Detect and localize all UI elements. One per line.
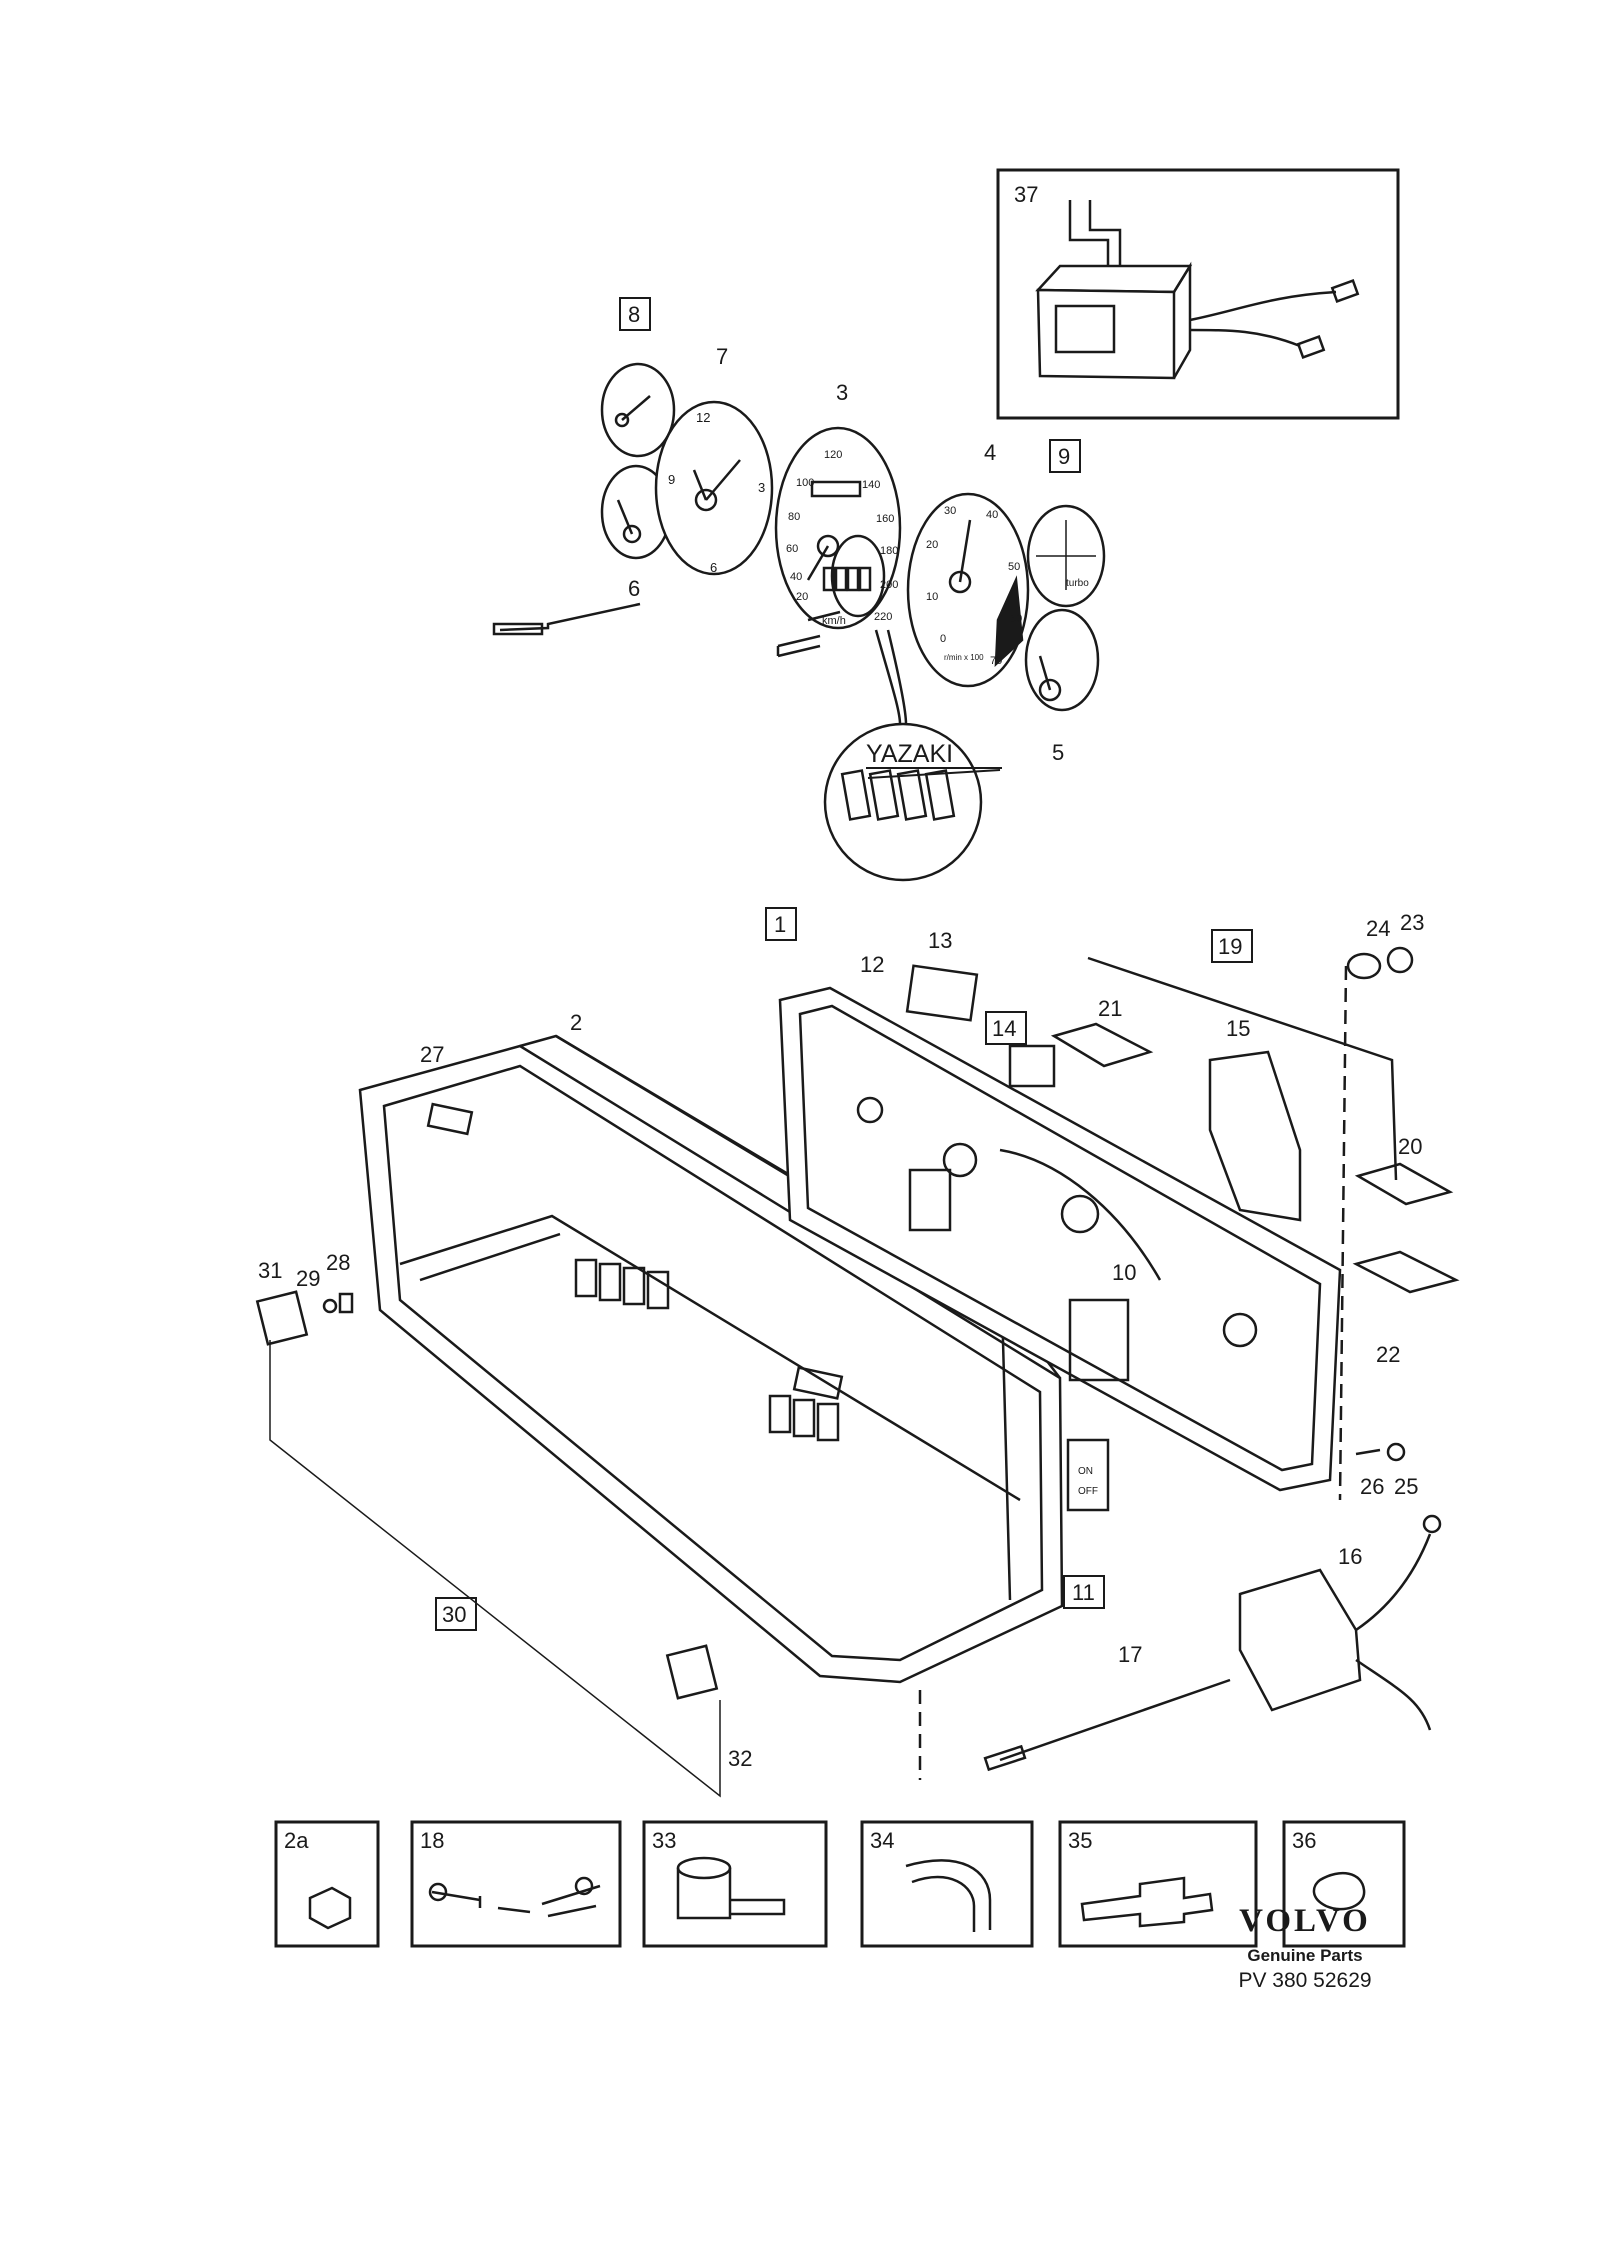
kit-label-35: 35 (1068, 1828, 1092, 1853)
speedo-mark-180: 180 (880, 545, 898, 557)
callout-11: 11 (1072, 1580, 1095, 1605)
brand-tagline: Genuine Parts (1247, 1946, 1363, 1965)
kit-label-2a: 2a (284, 1828, 309, 1853)
footer: VOLVO Genuine Parts PV 380 52629 (1210, 1903, 1400, 1993)
kit-box-row (274, 1820, 1406, 1948)
kit-box-parts (308, 1856, 1366, 1932)
clock-gauge (654, 400, 774, 576)
callout-30: 30 (442, 1602, 466, 1627)
kit-label-33: 33 (652, 1828, 676, 1853)
callout-17: 17 (1118, 1642, 1142, 1667)
end-cap-31 (255, 1290, 309, 1346)
callout-26: 26 (1360, 1474, 1384, 1499)
speedo-mark-80: 80 (788, 511, 800, 523)
trip-reset-rod (499, 602, 641, 632)
callout-2: 2 (570, 1010, 582, 1035)
tacho-mark-20: 20 (926, 539, 938, 551)
callout-32: 32 (728, 1746, 752, 1771)
clock-mark-12: 12 (696, 410, 710, 425)
kit-label-36: 36 (1292, 1828, 1316, 1853)
motor-16 (1238, 1568, 1362, 1712)
yazaki-label: YAZAKI (866, 740, 953, 768)
speedo-mark-200: 200 (880, 579, 898, 591)
callout-3: 3 (836, 380, 848, 405)
gauge-cluster (492, 362, 1106, 712)
callout-19: 19 (1218, 934, 1242, 959)
switch-off-mark: OFF (1078, 1486, 1098, 1497)
end-cap-32 (665, 1644, 719, 1700)
callout-15: 15 (1226, 1016, 1250, 1041)
tacho-mark-60: 60 (1010, 613, 1022, 625)
speedo-mark-40: 40 (790, 571, 802, 583)
connector-14 (1008, 1044, 1056, 1088)
fuel-gauge (600, 362, 676, 458)
kit-box-2a (274, 1820, 380, 1948)
kit-label-34: 34 (870, 1828, 894, 1853)
speedo-mark-120: 120 (824, 449, 842, 461)
kit-box-18 (410, 1820, 622, 1948)
tacho-mark-30: 30 (944, 505, 956, 517)
callout-7: 7 (716, 344, 728, 369)
cable-17 (999, 1678, 1231, 1762)
tacho-mark-40: 40 (986, 509, 998, 521)
speedo-mark-140: 140 (862, 479, 880, 491)
callout-10: 10 (1112, 1260, 1136, 1285)
tacho-mark-70: 70 (990, 655, 1002, 667)
speedo-mark-20: 20 (796, 591, 808, 603)
callout-12: 12 (860, 952, 884, 977)
part-number: PV 380 52629 (1238, 1969, 1372, 1992)
clock-mark-9: 9 (668, 472, 675, 487)
callout-4: 4 (984, 440, 996, 465)
boost-mark: turbo (1066, 578, 1089, 589)
speedo-mark-160: 160 (876, 513, 894, 525)
clock-mark-3: 3 (758, 480, 765, 495)
inset-relay-37 (996, 168, 1400, 420)
odometer-inset (823, 629, 1001, 882)
tacho-unit: r/min x 100 (944, 653, 984, 662)
board-10 (1068, 1298, 1130, 1382)
callout-13: 13 (928, 928, 952, 953)
brand-logo: VOLVO (1239, 1903, 1371, 1939)
oil-gauge (1024, 608, 1100, 712)
switch-on-mark: ON (1078, 1466, 1093, 1477)
kit-box-labels: 2a 18 33 34 35 36 (284, 1828, 1316, 1853)
kit-box-35 (1058, 1820, 1258, 1948)
callout-9: 9 (1058, 444, 1070, 469)
clock-mark-6: 6 (710, 560, 717, 575)
callout-5: 5 (1052, 740, 1064, 765)
kit-box-33 (642, 1820, 828, 1948)
speedo-mark-60: 60 (786, 543, 798, 555)
bezel-frame (358, 1044, 1064, 1684)
callout-8: 8 (628, 302, 640, 327)
tacho-mark-50: 50 (1008, 561, 1020, 573)
kit-box-36 (1282, 1820, 1406, 1948)
gauge-markings: 12 3 6 9 20 40 60 80 100 120 140 160 180… (668, 410, 1098, 1497)
instrument-housing (255, 946, 1460, 1798)
callout-28: 28 (326, 1250, 350, 1275)
callout-16: 16 (1338, 1544, 1362, 1569)
callout-31: 31 (258, 1258, 282, 1283)
speedo-mark-100: 100 (796, 477, 814, 489)
callout-21: 21 (1098, 996, 1122, 1021)
callout-1: 1 (774, 912, 786, 937)
kit-box-34 (860, 1820, 1034, 1948)
tacho-mark-10: 10 (926, 591, 938, 603)
speedo-mark-220: 220 (874, 611, 892, 623)
speedo-unit: km/h (822, 615, 846, 627)
callout-25: 25 (1394, 1474, 1418, 1499)
callout-22: 22 (1376, 1342, 1400, 1367)
callout-6: 6 (628, 576, 640, 601)
callout-29: 29 (296, 1266, 320, 1291)
callout-37: 37 (1014, 182, 1038, 207)
callout-24: 24 (1366, 916, 1390, 941)
callout-23: 23 (1400, 910, 1424, 935)
callout-27: 27 (420, 1042, 444, 1067)
kit-label-18: 18 (420, 1828, 444, 1853)
callout-labels: 37 8 7 3 4 9 6 5 1 13 12 14 21 19 15 24 … (258, 182, 1424, 1771)
circuit-frame (778, 986, 1342, 1492)
callout-20: 20 (1398, 1134, 1422, 1159)
callout-14: 14 (992, 1016, 1016, 1041)
tacho-mark-0: 0 (940, 633, 946, 645)
